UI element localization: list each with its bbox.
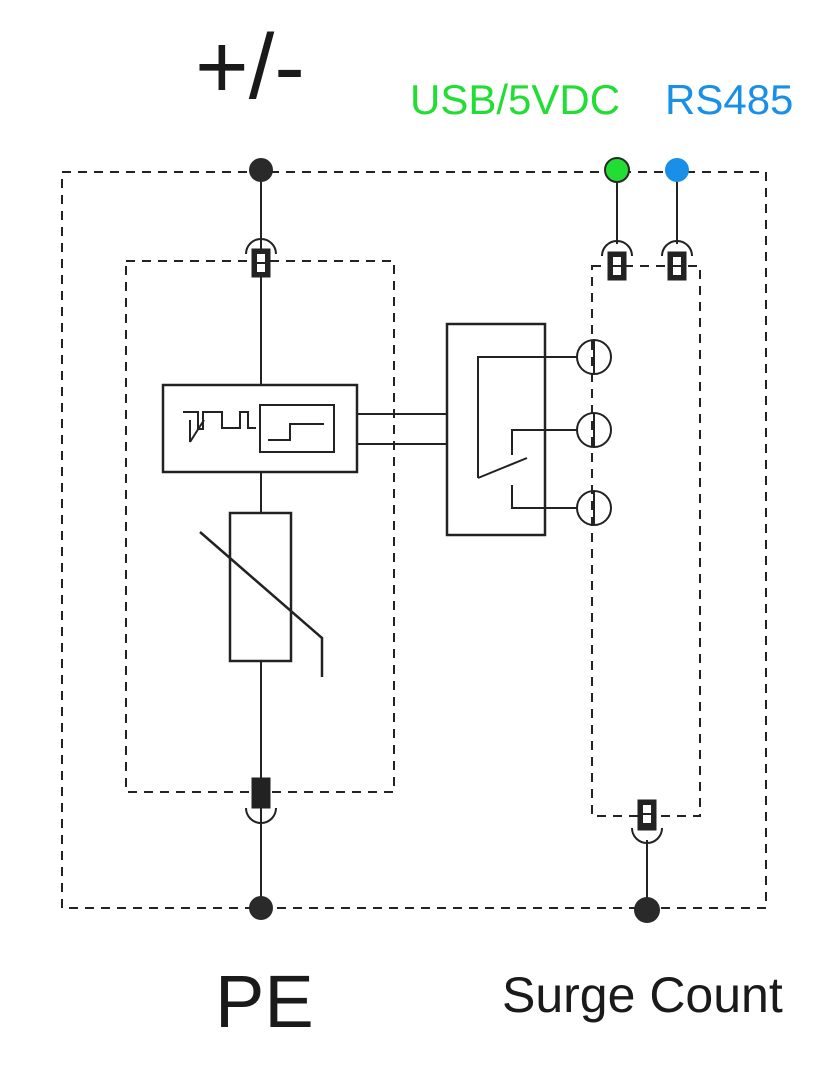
pe-terminal-node <box>249 896 273 920</box>
switch-common-wire <box>477 356 545 478</box>
top-plug <box>251 248 271 278</box>
usb-label: USB/5VDC <box>410 76 620 123</box>
surge-plug-arc <box>631 827 663 844</box>
outer-enclosure <box>61 171 767 909</box>
indicator-step-symbol <box>268 423 324 441</box>
rs485-terminal-node <box>665 158 689 182</box>
usb-plug-arc <box>601 240 633 257</box>
rs485-plug-arc <box>661 240 693 257</box>
thermal-fuse-symbol <box>183 411 256 430</box>
varistor-slash <box>199 531 324 677</box>
top-terminal-label: +/- <box>195 16 305 118</box>
bottom-plug <box>251 777 271 809</box>
top-plug-arc <box>245 238 277 255</box>
rs485-label: RS485 <box>665 76 793 123</box>
switch-no-wire <box>511 429 577 455</box>
switch-blade <box>477 457 528 479</box>
thermal-fuse-contact <box>189 419 205 443</box>
rs485-plug <box>667 251 687 281</box>
indicator-box <box>259 404 335 453</box>
pe-label: PE <box>215 960 314 1043</box>
usb-plug <box>607 251 627 281</box>
surge-count-terminal-node <box>634 897 660 923</box>
thermal-disconnector-block <box>161 383 359 474</box>
switch-nc-wire <box>511 485 577 509</box>
varistor <box>228 511 293 663</box>
usb-terminal-node <box>604 157 630 183</box>
surge-count-label: Surge Count <box>502 967 783 1023</box>
top-terminal-node <box>249 158 273 182</box>
bottom-plug-arc <box>245 807 277 824</box>
